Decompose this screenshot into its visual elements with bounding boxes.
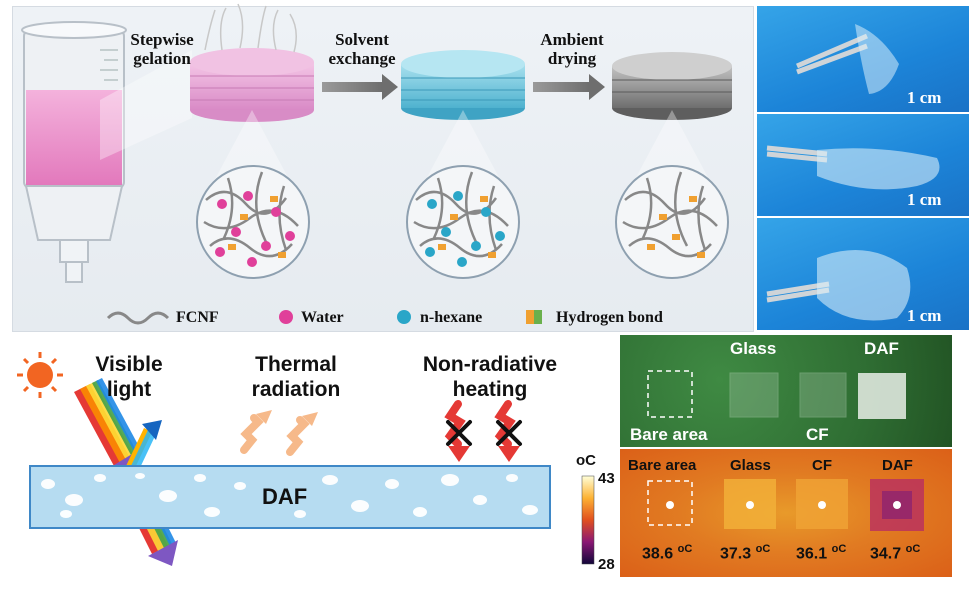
photo-glass-label: Glass bbox=[730, 339, 777, 358]
scale-bar-3: 1 cm bbox=[907, 306, 942, 325]
microstructure-water bbox=[196, 165, 310, 279]
film-photo-1: 1 cm bbox=[757, 6, 969, 112]
filtration-beaker bbox=[21, 21, 127, 283]
microstructure-dried bbox=[615, 165, 729, 279]
legend-hexane: n-hexane bbox=[420, 309, 483, 326]
legend-water: Water bbox=[301, 309, 344, 326]
colorbar-min: 28 bbox=[598, 556, 615, 573]
sun-icon bbox=[17, 352, 63, 398]
measure-point-glass bbox=[746, 501, 754, 509]
bare-area-box bbox=[647, 370, 693, 418]
thermal-radiation-label: Thermal radiation bbox=[251, 353, 341, 401]
temperature-colorbar bbox=[581, 475, 595, 565]
thermal-cf-label: CF bbox=[812, 457, 832, 474]
infrared-thermal-image: Bare area Glass CF DAF 38.6 oC 37.3 oC 3… bbox=[620, 449, 952, 577]
pink-hydrogel-stack bbox=[190, 3, 314, 122]
scale-bar-2: 1 cm bbox=[907, 190, 942, 209]
fcnf-legend-icon bbox=[106, 311, 170, 325]
scale-bar-1: 1 cm bbox=[907, 88, 942, 107]
daf-film bbox=[29, 465, 551, 529]
cyan-organogel-stack bbox=[401, 50, 525, 120]
process-arrow-1 bbox=[322, 74, 398, 100]
temp-cf: 36.1 oC bbox=[796, 543, 847, 563]
measure-point-bare bbox=[666, 501, 674, 509]
film-photo-2: 1 cm bbox=[757, 114, 969, 216]
tweezer-icon bbox=[766, 250, 911, 321]
thermal-radiation-arrows bbox=[240, 414, 310, 456]
daf-sample bbox=[858, 373, 906, 419]
thermal-glass-label: Glass bbox=[730, 457, 771, 474]
glass-sample bbox=[729, 372, 779, 418]
temp-bare: 38.6 oC bbox=[642, 543, 693, 563]
photo-daf-label: DAF bbox=[864, 339, 899, 358]
temp-glass: 37.3 oC bbox=[720, 543, 771, 563]
photo-cf-label: CF bbox=[806, 425, 829, 444]
tweezer-icon bbox=[796, 24, 899, 94]
thermal-bare-box bbox=[647, 480, 693, 526]
zoom-cone bbox=[100, 50, 192, 160]
film-photo-3: 1 cm bbox=[757, 218, 969, 330]
microstructure-hexane bbox=[406, 165, 520, 279]
photo-bare-label: Bare area bbox=[630, 425, 708, 444]
step-solvent-label: Solvent exchange bbox=[328, 30, 396, 68]
blocked-heating-arrows bbox=[444, 400, 522, 462]
measure-point-cf bbox=[818, 501, 826, 509]
thermal-daf-label: DAF bbox=[882, 457, 913, 474]
water-legend-icon bbox=[279, 310, 293, 324]
step-gelation-label: Stepwise gelation bbox=[130, 30, 194, 68]
legend-hydrogen-bond: Hydrogen bond bbox=[556, 309, 663, 326]
colorbar-max: 43 bbox=[598, 470, 615, 487]
temp-daf: 34.7 oC bbox=[870, 543, 921, 563]
step-drying-label: Ambient drying bbox=[540, 30, 604, 68]
reflected-light-arrow bbox=[126, 420, 162, 472]
gray-aerogel-stack bbox=[612, 52, 732, 120]
thermal-bare-label: Bare area bbox=[628, 457, 697, 474]
daf-film-label: DAF bbox=[262, 484, 308, 509]
tweezer-icon bbox=[766, 145, 940, 190]
process-arrow-2 bbox=[533, 74, 605, 100]
colorbar-unit: oC bbox=[576, 452, 596, 469]
hexane-legend-icon bbox=[397, 310, 411, 324]
measure-point-daf bbox=[893, 501, 901, 509]
visible-light-label: Visible light bbox=[95, 353, 163, 401]
visible-light-arrow bbox=[74, 378, 142, 482]
optical-photo: Glass DAF Bare area CF bbox=[620, 335, 952, 447]
hydrogen-bond-legend-icon bbox=[526, 310, 542, 324]
non-radiative-heating-label: Non-radiative heating bbox=[422, 353, 558, 401]
legend-fcnf: FCNF bbox=[176, 309, 219, 326]
cf-sample bbox=[799, 372, 847, 418]
